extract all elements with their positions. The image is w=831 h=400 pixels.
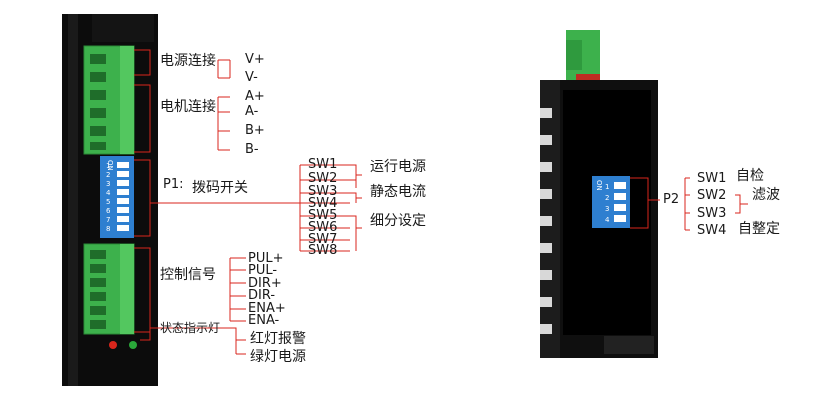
pin-pul-minus: PUL-: [248, 263, 278, 278]
sw5-label: SW5: [308, 208, 338, 223]
dip-p1-number: 4: [106, 189, 111, 197]
dip-p2-on-label: ON: [595, 180, 603, 191]
sw8-label: SW8: [308, 243, 338, 258]
pin-dir-plus: DIR+: [248, 276, 282, 291]
p2-sw2-label: SW2: [697, 188, 727, 203]
p2-sw3-label: SW3: [697, 206, 727, 221]
sw7-label: SW7: [308, 232, 338, 247]
dip-p1-numbers: 1 2 3 4 5 6 7 8: [106, 162, 111, 233]
dip-p2-number: 4: [605, 216, 610, 224]
red-led: [109, 341, 117, 349]
green-led: [129, 341, 137, 349]
pin-pul-plus: PUL+: [248, 251, 284, 266]
dip-p1-number: 3: [106, 180, 110, 188]
dip-p1-on-label: ON: [106, 160, 114, 171]
motor-title: 电机连接: [160, 99, 216, 115]
pin-v-plus: V+: [245, 52, 265, 67]
pin-ena-minus: ENA-: [248, 313, 280, 328]
pin-v-minus: V-: [245, 70, 258, 85]
control-title: 控制信号: [160, 267, 216, 283]
dip-switch-p2: ON 1 2 3 4: [592, 176, 630, 228]
right-leader-lines: [630, 177, 748, 231]
dip-p2-prefix: P2: [663, 192, 680, 207]
dip-p1-number: 5: [106, 198, 110, 206]
dip-p1-number: 2: [106, 171, 110, 179]
dip-p2-number: 1: [605, 183, 609, 191]
dip-p1-number: 1: [106, 162, 110, 170]
func-filter: 滤波: [752, 187, 780, 203]
dip-p2-numbers: 1 2 3 4: [605, 183, 610, 224]
control-terminal: [83, 243, 135, 335]
dip-p2-number: 3: [605, 205, 609, 213]
func-self-test: 自检: [736, 168, 764, 184]
pin-b-minus: B-: [245, 142, 259, 157]
pin-a-minus: A-: [245, 104, 259, 119]
sw3-label: SW3: [308, 184, 338, 199]
p2-sw4-label: SW4: [697, 223, 727, 238]
dip-switch-p1: ON 1 2 3 4 5 6 7 8: [100, 156, 134, 238]
power-title: 电源连接: [160, 53, 216, 69]
sw1-label: SW1: [308, 157, 338, 172]
green-led-label: 绿灯电源: [250, 349, 306, 365]
dip-p2-number: 2: [605, 194, 609, 202]
dip-p1-number: 8: [106, 225, 110, 233]
sw2-label: SW2: [308, 171, 338, 186]
dip-p1-title: 拨码开关: [192, 180, 248, 196]
pin-ena-plus: ENA+: [248, 301, 286, 316]
group-static-current: 静态电流: [370, 184, 426, 200]
status-title: 状态指示灯: [160, 321, 221, 335]
pin-a-plus: A+: [245, 89, 265, 104]
dip-p1-number: 6: [106, 207, 111, 215]
group-microstep: 细分设定: [370, 213, 426, 229]
p2-sw1-label: SW1: [697, 171, 727, 186]
func-self-tune: 自整定: [738, 221, 780, 237]
dip-p1-prefix: P1:: [163, 177, 184, 192]
sw6-label: SW6: [308, 220, 338, 235]
sw4-label: SW4: [308, 196, 338, 211]
dip-p1-number: 7: [106, 216, 110, 224]
red-led-label: 红灯报警: [250, 331, 306, 347]
pin-dir-minus: DIR-: [248, 288, 276, 303]
group-run-power: 运行电源: [370, 159, 426, 175]
pin-b-plus: B+: [245, 123, 265, 138]
left-leader-lines: [134, 49, 362, 355]
motor-power-terminal: [83, 45, 135, 155]
